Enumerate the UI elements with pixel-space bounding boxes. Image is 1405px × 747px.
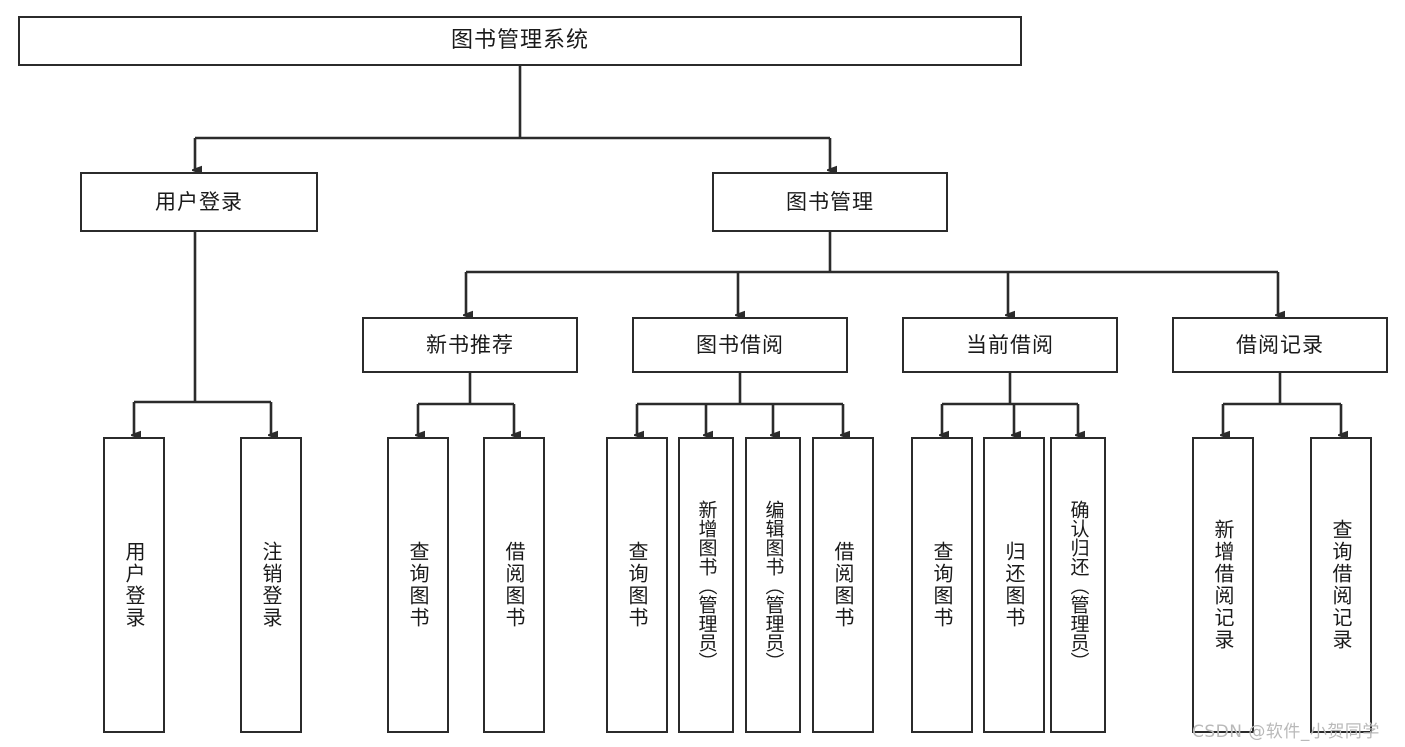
node-book-borrow[interactable]: 图书借阅 xyxy=(632,317,848,373)
node-leaf-query-book-b[interactable]: 查询图书 xyxy=(606,437,668,733)
node-current-borrow-label: 当前借阅 xyxy=(966,332,1054,357)
node-leaf-query-book-rec[interactable]: 查询图书 xyxy=(387,437,449,733)
node-leaf-query-book-c[interactable]: 查询图书 xyxy=(911,437,973,733)
node-leaf-add-record[interactable]: 新增借阅记录 xyxy=(1192,437,1254,733)
node-leaf-confirm-return[interactable]: 确认归还（管理员） xyxy=(1050,437,1106,733)
node-leaf-borrow-book-rec[interactable]: 借阅图书 xyxy=(483,437,545,733)
node-leaf-user-logout-label: 注销登录 xyxy=(259,541,283,629)
node-borrow-record-label: 借阅记录 xyxy=(1236,332,1324,357)
node-leaf-query-record[interactable]: 查询借阅记录 xyxy=(1310,437,1372,733)
node-user-login-label: 用户登录 xyxy=(155,189,243,214)
csdn-watermark: CSDN @软件_小贺同学 xyxy=(1192,722,1380,742)
node-leaf-borrow-book-b-label: 借阅图书 xyxy=(831,541,855,629)
node-root-label: 图书管理系统 xyxy=(450,28,589,54)
node-root[interactable]: 图书管理系统 xyxy=(18,16,1022,66)
node-leaf-borrow-book-rec-label: 借阅图书 xyxy=(502,541,526,629)
node-leaf-add-book[interactable]: 新增图书（管理员） xyxy=(678,437,734,733)
node-new-book-rec[interactable]: 新书推荐 xyxy=(362,317,578,373)
node-leaf-user-logout[interactable]: 注销登录 xyxy=(240,437,302,733)
node-leaf-edit-book[interactable]: 编辑图书（管理员） xyxy=(745,437,801,733)
node-leaf-confirm-return-label: 确认归还（管理员） xyxy=(1067,499,1090,671)
node-book-mgmt-label: 图书管理 xyxy=(786,189,874,214)
node-leaf-query-book-c-label: 查询图书 xyxy=(930,541,954,629)
node-leaf-edit-book-label: 编辑图书（管理员） xyxy=(762,499,785,671)
node-book-mgmt[interactable]: 图书管理 xyxy=(712,172,948,232)
node-leaf-return-book-label: 归还图书 xyxy=(1002,541,1026,629)
node-borrow-record[interactable]: 借阅记录 xyxy=(1172,317,1388,373)
node-user-login[interactable]: 用户登录 xyxy=(80,172,318,232)
node-leaf-borrow-book-b[interactable]: 借阅图书 xyxy=(812,437,874,733)
node-leaf-user-login-label: 用户登录 xyxy=(122,541,146,629)
node-leaf-query-book-b-label: 查询图书 xyxy=(625,541,649,629)
node-leaf-query-record-label: 查询借阅记录 xyxy=(1329,519,1353,651)
node-leaf-add-record-label: 新增借阅记录 xyxy=(1211,519,1235,651)
node-leaf-add-book-label: 新增图书（管理员） xyxy=(695,499,718,671)
node-new-book-rec-label: 新书推荐 xyxy=(426,332,514,357)
node-leaf-query-book-rec-label: 查询图书 xyxy=(406,541,430,629)
node-book-borrow-label: 图书借阅 xyxy=(696,332,784,357)
node-leaf-user-login[interactable]: 用户登录 xyxy=(103,437,165,733)
node-leaf-return-book[interactable]: 归还图书 xyxy=(983,437,1045,733)
node-current-borrow[interactable]: 当前借阅 xyxy=(902,317,1118,373)
